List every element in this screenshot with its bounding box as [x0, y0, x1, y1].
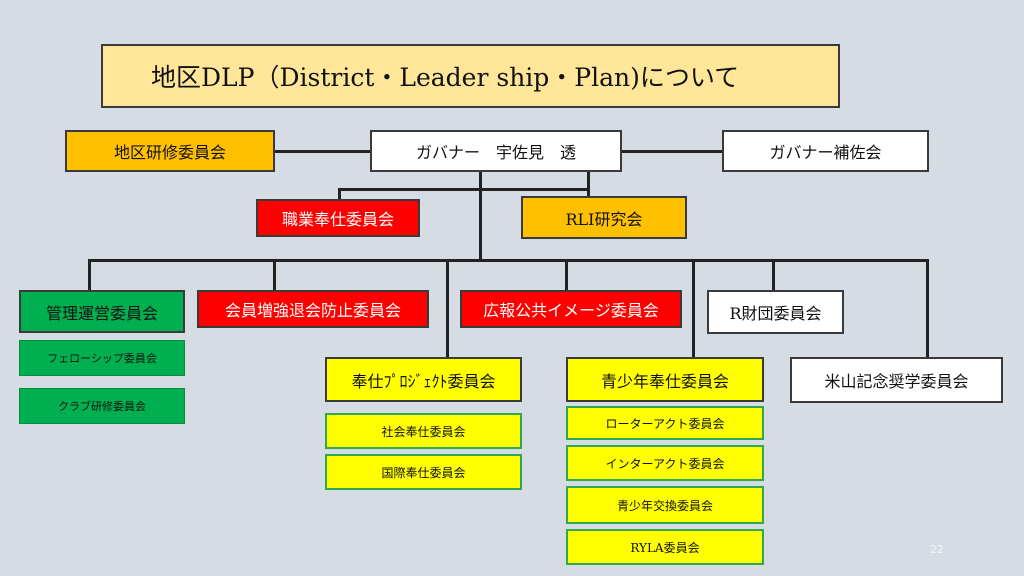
- node-club-training: クラブ研修委員会: [19, 388, 185, 424]
- connector-governor-trunk: [479, 171, 482, 262]
- connector-upper-branch: [338, 188, 590, 191]
- node-admin: 管理運営委員会: [19, 290, 185, 333]
- node-governor-assistant: ガバナー補佐会: [722, 130, 929, 172]
- node-district-training: 地区研修委員会: [65, 130, 275, 172]
- node-yoneyama-scholarship: 米山記念奨学委員会: [790, 357, 1003, 403]
- node-rotaract: ローターアクト委員会: [566, 406, 764, 440]
- node-youth-exchange: 青少年交換委員会: [566, 486, 764, 524]
- node-service-projects: 奉仕ﾌﾟﾛｼﾞｪｸﾄ委員会: [325, 357, 522, 402]
- connector-public-image-drop: [565, 259, 568, 291]
- node-governor: ガバナー 宇佐見 透: [370, 130, 622, 172]
- connector-foundation-drop: [772, 259, 775, 291]
- connector-governor-assistant: [620, 150, 724, 153]
- node-interact: インターアクト委員会: [566, 445, 764, 481]
- node-youth-service: 青少年奉仕委員会: [566, 357, 764, 402]
- node-community-service: 社会奉仕委員会: [325, 413, 522, 449]
- node-membership: 会員増強退会防止委員会: [197, 290, 429, 328]
- node-ryla: RYLA委員会: [566, 529, 764, 565]
- page-title: 地区DLP（District・Leader ship・Plan)について: [101, 44, 840, 108]
- page-number: 22: [930, 543, 944, 556]
- node-vocational-service: 職業奉仕委員会: [256, 199, 420, 237]
- connector-projects-drop: [446, 259, 449, 359]
- connector-training-governor: [273, 150, 372, 153]
- connector-yoneyama-drop: [926, 259, 929, 359]
- connector-rli-drop: [587, 171, 590, 197]
- node-international-service: 国際奉仕委員会: [325, 454, 522, 490]
- node-public-image: 広報公共イメージ委員会: [460, 290, 682, 328]
- connector-vocational-drop: [338, 188, 341, 200]
- node-rotary-foundation: R財団委員会: [707, 290, 844, 334]
- connector-youth-drop: [692, 259, 695, 359]
- connector-membership-drop: [273, 259, 276, 291]
- node-fellowship: フェローシップ委員会: [19, 340, 185, 376]
- node-rli: RLI研究会: [521, 196, 687, 239]
- connector-main-bus: [88, 259, 929, 262]
- connector-admin-drop: [88, 259, 91, 291]
